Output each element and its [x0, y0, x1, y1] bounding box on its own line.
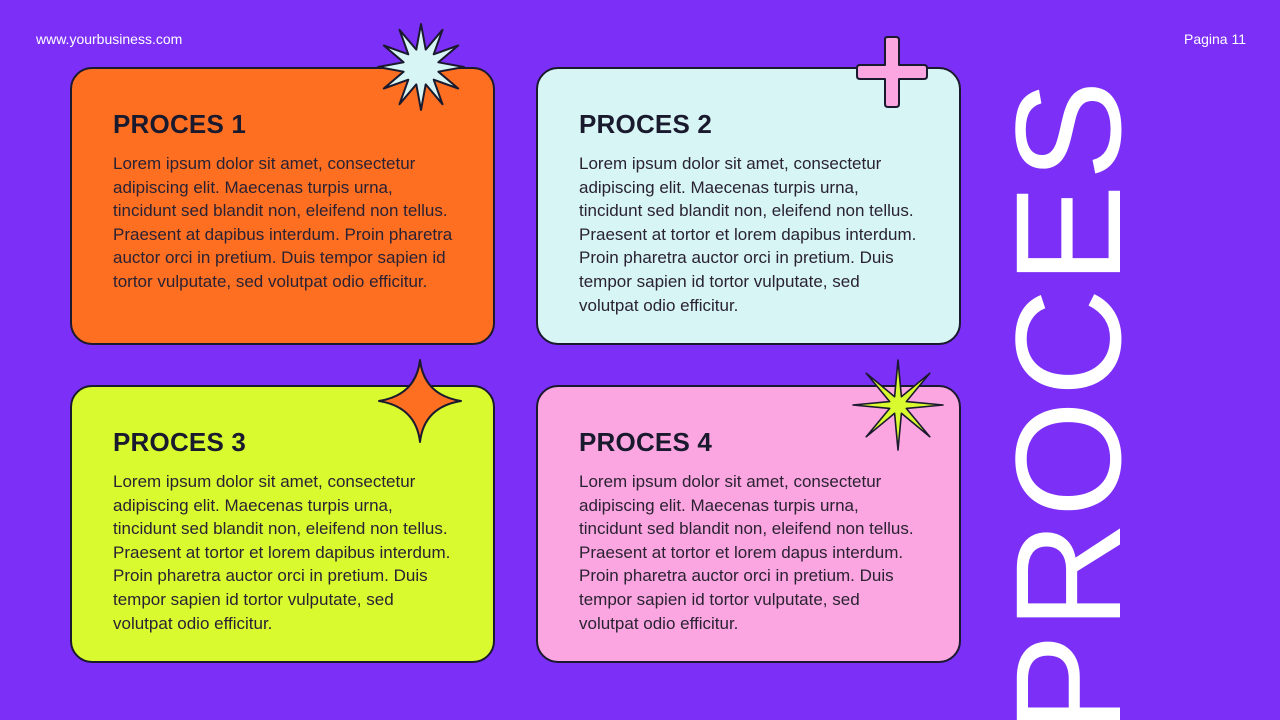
card-body: Lorem ipsum dolor sit amet, consectetur …: [113, 154, 453, 291]
website-url: www.yourbusiness.com: [36, 31, 183, 47]
card-body: Lorem ipsum dolor sit amet, consectetur …: [579, 154, 917, 315]
process-card-1: PROCES 1 Lorem ipsum dolor sit amet, con…: [70, 67, 495, 345]
process-card-4: PROCES 4 Lorem ipsum dolor sit amet, con…: [536, 385, 961, 663]
card-title: PROCES 1: [113, 109, 247, 139]
card-title: PROCES 4: [579, 427, 713, 457]
page-number: Pagina 11: [1183, 31, 1246, 47]
eight-point-star-icon: [852, 359, 944, 451]
card-body: Lorem ipsum dolor sit amet, consectetur …: [113, 472, 451, 633]
plus-cross-icon: [856, 36, 928, 108]
card-body: Lorem ipsum dolor sit amet, consectetur …: [579, 472, 914, 633]
side-title: PROCES: [984, 76, 1152, 720]
card-title: PROCES 3: [113, 427, 247, 457]
process-card-2: PROCES 2 Lorem ipsum dolor sit amet, con…: [536, 67, 961, 345]
process-card-3: PROCES 3 Lorem ipsum dolor sit amet, con…: [70, 385, 495, 663]
card-title: PROCES 2: [579, 109, 713, 139]
starburst-icon: [377, 23, 465, 111]
four-point-star-icon: [378, 359, 462, 443]
